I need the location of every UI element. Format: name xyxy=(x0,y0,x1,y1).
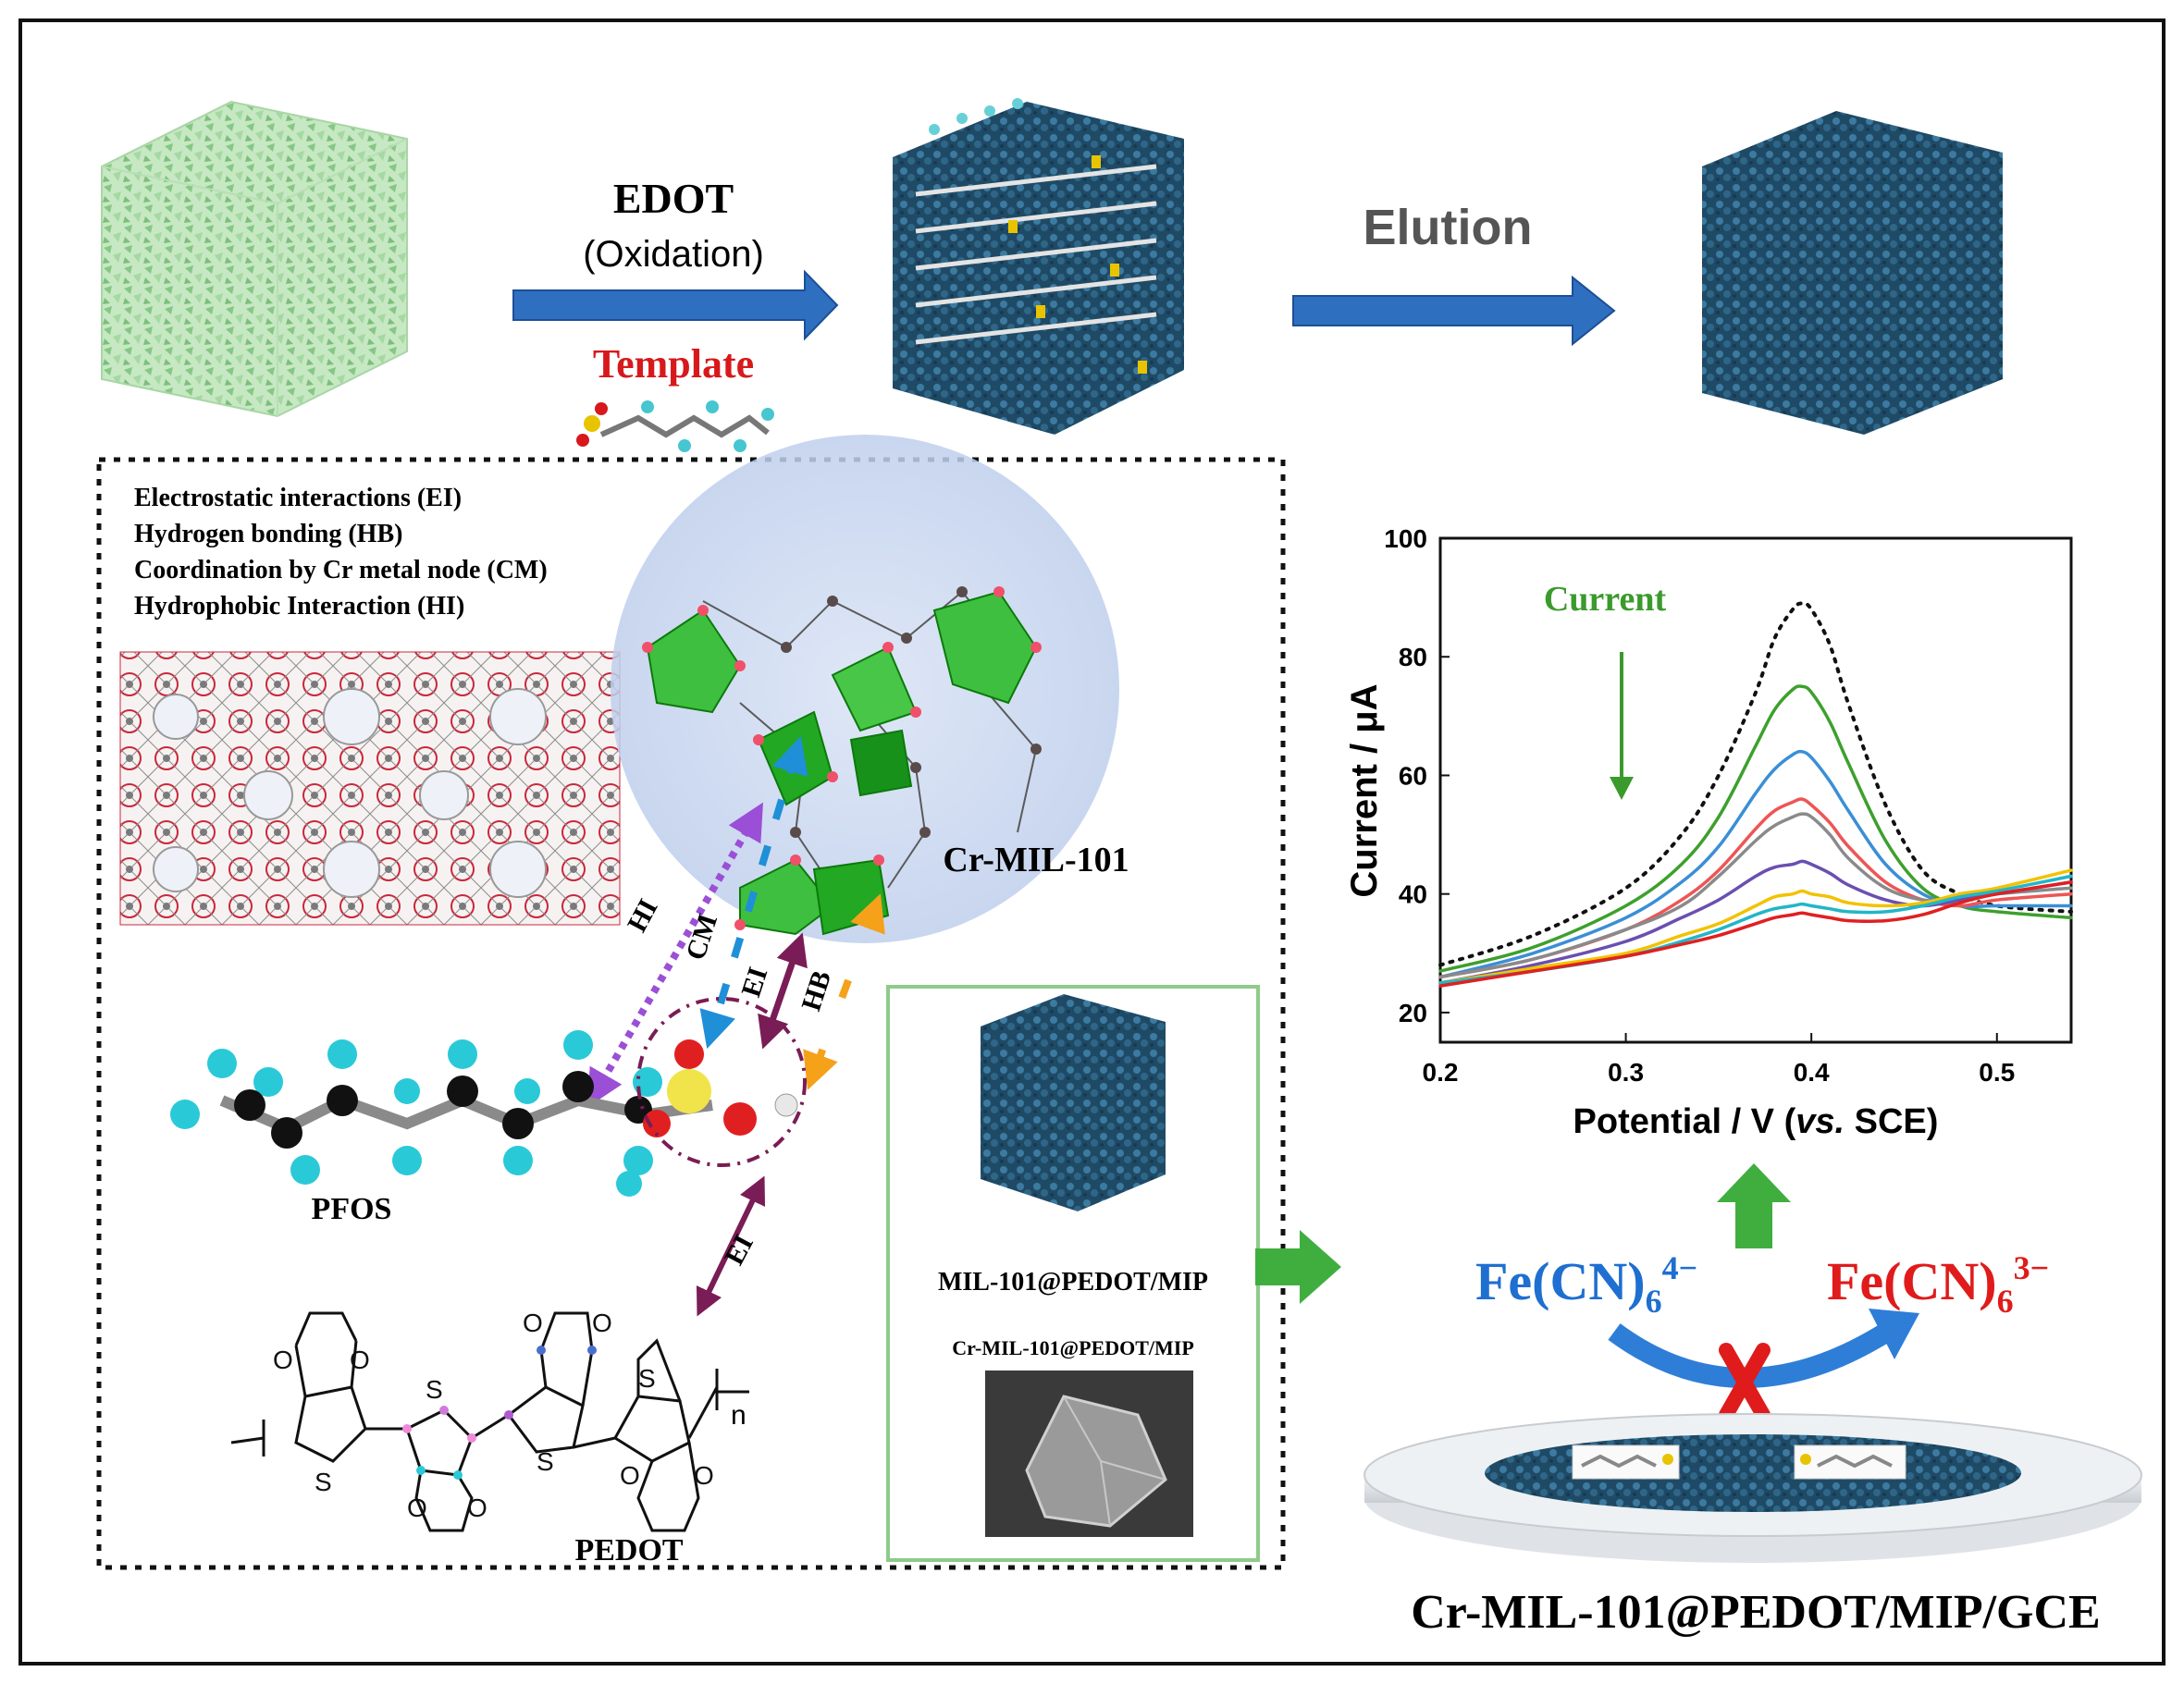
fe4-label: Fe(CN)64− xyxy=(1475,1249,1697,1320)
template-label: Template xyxy=(593,341,754,387)
blocked-cross-icon xyxy=(1719,1343,1771,1422)
svg-text:S: S xyxy=(315,1468,332,1496)
svg-text:O: O xyxy=(620,1461,640,1490)
mof-name-label: Cr-MIL-101 xyxy=(943,841,1129,879)
chart-series-line-3 xyxy=(1438,749,2073,979)
legend-cm: Coordination by Cr metal node (CM) xyxy=(134,556,548,584)
arrow-oxidation xyxy=(512,269,839,341)
chart-ytick-label: 80 xyxy=(1399,643,1427,671)
pedot-n-label: n xyxy=(731,1400,747,1431)
chart-annotation-arrow xyxy=(1610,652,1634,800)
inset-title: MIL-101@PEDOT/MIP xyxy=(938,1268,1208,1297)
chart-series-line-6 xyxy=(1438,859,2073,985)
imprinted-mof-cube xyxy=(893,98,1184,435)
template-molecule-icon xyxy=(576,400,774,452)
green-arrow-right xyxy=(1255,1230,1341,1304)
chart-annotation: Current xyxy=(1544,580,1667,619)
svg-text:O: O xyxy=(592,1309,612,1337)
arrow-elution xyxy=(1292,275,1616,347)
chart-ylabel: Current / μA xyxy=(1344,683,1385,897)
crystal-framework-image xyxy=(119,651,621,926)
chart-xtick-label: 0.3 xyxy=(1608,1058,1644,1087)
pfos-molecule xyxy=(170,997,807,1197)
svg-text:O: O xyxy=(273,1346,293,1374)
chart-series-line-2 xyxy=(1438,684,2073,973)
inset-mof-cube xyxy=(981,994,1166,1211)
chart-xtick-label: 0.4 xyxy=(1794,1058,1830,1087)
electrode-template-molecule-left xyxy=(1572,1444,1680,1480)
sem-caption: Cr-MIL-101@PEDOT/MIP xyxy=(952,1336,1194,1359)
eluted-mof-cube xyxy=(1702,111,2003,435)
cv-chart: 0.2 0.3 0.4 0.5 20 40 60 80 100 Current / μA Pot… xyxy=(1344,524,2073,1141)
svg-text:S: S xyxy=(638,1364,656,1393)
legend-hi: Hydrophobic Interaction (HI) xyxy=(134,592,464,621)
electrode-label: Cr-MIL-101@PEDOT/MIP/GCE xyxy=(1411,1586,2101,1639)
electrode-template-molecule-right xyxy=(1794,1444,1906,1480)
legend-ei: Electrostatic interactions (EI) xyxy=(134,484,462,512)
svg-text:S: S xyxy=(537,1447,554,1476)
chart-xlabel: Potential / V (vs. SCE) xyxy=(1573,1102,1939,1141)
svg-text:S: S xyxy=(426,1375,443,1404)
pedot-structure xyxy=(230,1311,749,1532)
green-arrow-up xyxy=(1717,1163,1791,1248)
svg-text:O: O xyxy=(407,1493,427,1522)
pedot-atom-labels: O O S S O O O O S S O O xyxy=(273,1309,714,1522)
chart-ytick-label: 60 xyxy=(1399,761,1427,790)
chart-series-line-7 xyxy=(1438,868,2073,985)
chart-series-line-1 xyxy=(1438,601,2073,967)
pedot-highlight-dots xyxy=(402,1346,597,1480)
chart-xtick-label: 0.5 xyxy=(1979,1058,2015,1087)
chart-series-line-9 xyxy=(1438,880,2073,988)
fe3-label: Fe(CN)63− xyxy=(1827,1249,2049,1320)
oxidation-label: (Oxidation) xyxy=(583,234,764,275)
edot-label: EDOT xyxy=(613,175,734,222)
svg-text:O: O xyxy=(694,1461,714,1490)
chart-ytick-label: 40 xyxy=(1399,880,1427,909)
green-mof-cube xyxy=(101,100,408,418)
pedot-label: PEDOT xyxy=(574,1533,683,1567)
sem-image xyxy=(985,1371,1193,1537)
pfos-label: PFOS xyxy=(312,1192,392,1226)
chart-ytick-label: 100 xyxy=(1384,524,1427,553)
mechanism-panel xyxy=(96,457,1286,1570)
chart-plot-frame xyxy=(1438,536,2073,1044)
elution-label: Elution xyxy=(1363,200,1533,255)
svg-text:O: O xyxy=(467,1493,487,1522)
svg-text:O: O xyxy=(350,1346,370,1374)
chart-xtick-label: 0.2 xyxy=(1423,1058,1459,1087)
electrode-disc xyxy=(1363,1413,2142,1563)
svg-text:O: O xyxy=(523,1309,543,1337)
legend-hb: Hydrogen bonding (HB) xyxy=(134,520,402,548)
chart-ytick-label: 20 xyxy=(1399,999,1427,1027)
